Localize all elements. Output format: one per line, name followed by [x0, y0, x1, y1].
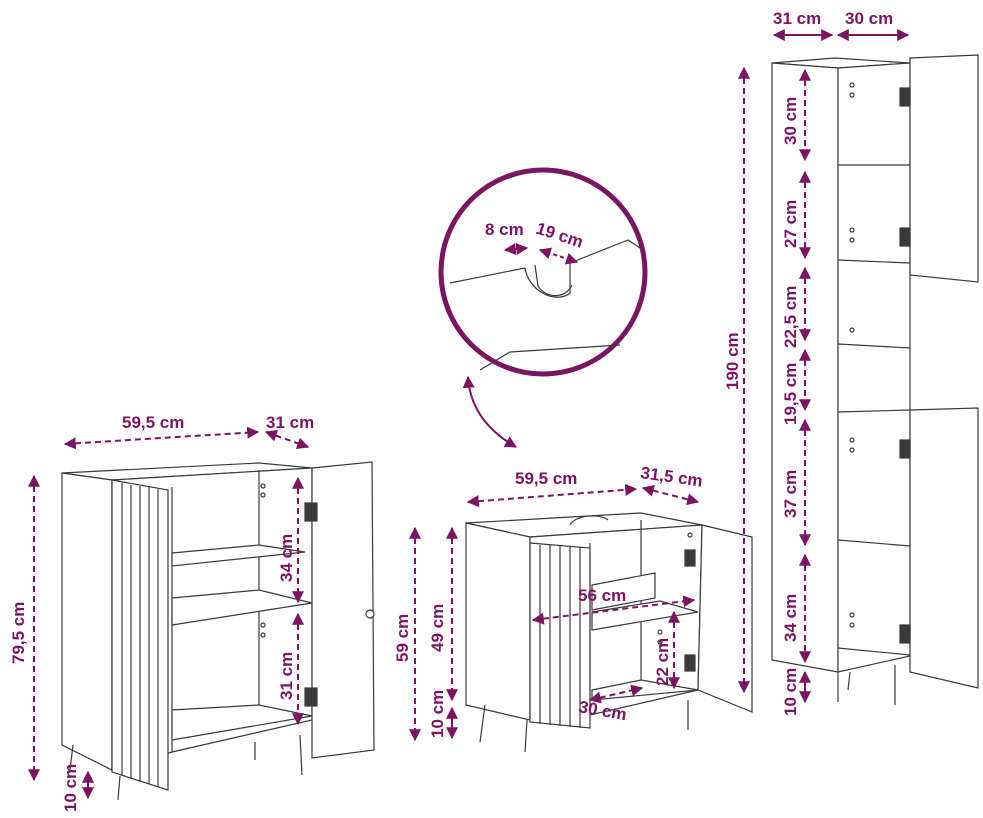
- tall-depth-label: 31 cm: [773, 9, 821, 28]
- cabinet-left-depth-label: 31 cm: [266, 413, 314, 432]
- detail-zoom-drawing: [438, 167, 648, 448]
- tall-cabinet-dimensions: [738, 29, 910, 704]
- tall-compartment-4-label: 19,5 cm: [781, 363, 800, 425]
- tall-compartment-3-label: 22,5 cm: [781, 286, 800, 348]
- cabinet-left-width-label: 59,5 cm: [122, 413, 184, 432]
- tall-compartment-2-label: 27 cm: [781, 200, 800, 248]
- sink-inner-height-label: 22 cm: [653, 638, 672, 686]
- cabinet-left-drawing: [61, 461, 375, 801]
- tall-width-label: 30 cm: [845, 9, 893, 28]
- cabinet-left-upper-shelf-label: 34 cm: [277, 534, 296, 582]
- tall-legs-label: 10 cm: [781, 668, 800, 716]
- sink-legs-label: 10 cm: [428, 690, 447, 738]
- cabinet-left-dimensions: [28, 426, 310, 800]
- tall-compartment-6-label: 34 cm: [781, 594, 800, 642]
- tall-height-label: 190 cm: [723, 332, 742, 390]
- sink-height-label: 59 cm: [393, 614, 412, 662]
- cabinet-left-height-label: 79,5 cm: [9, 602, 28, 664]
- cabinet-left-lower-shelf-label: 31 cm: [277, 652, 296, 700]
- tall-compartment-1-label: 30 cm: [781, 97, 800, 145]
- sink-depth-label: 31,5 cm: [639, 463, 703, 490]
- sink-width-label: 59,5 cm: [515, 469, 577, 488]
- detail-notch-width-label: 8 cm: [485, 220, 524, 239]
- tall-compartment-5-label: 37 cm: [781, 470, 800, 518]
- sink-body-height-label: 49 cm: [428, 604, 447, 652]
- sink-cabinet-dimensions: [409, 483, 700, 742]
- cabinet-left-legs-label: 10 cm: [61, 764, 80, 812]
- tall-cabinet-drawing: [771, 54, 979, 705]
- sink-inner-width-label: 56 cm: [578, 586, 626, 605]
